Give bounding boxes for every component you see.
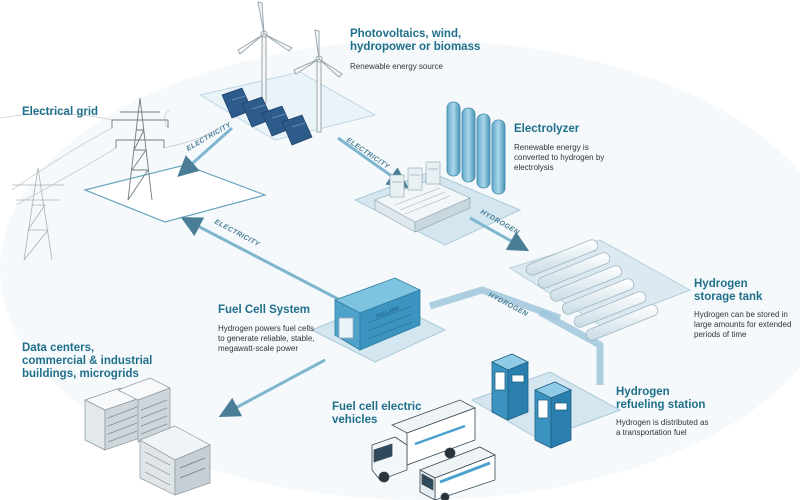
fuelcell-title: Fuel Cell System	[218, 304, 311, 316]
data-center-icon	[84, 377, 211, 496]
storage-desc: Hydrogen can be stored in large amounts …	[694, 310, 792, 339]
pylon-icon	[111, 97, 169, 201]
bus-icon	[419, 446, 496, 500]
power-lines	[0, 109, 216, 206]
fuel-dispenser-icon	[491, 353, 529, 421]
datacenters-title: Data centers, commercial & industrial bu…	[22, 342, 153, 380]
renewable-desc: Renewable energy source	[350, 62, 443, 71]
electrolyzer-icon	[374, 101, 506, 233]
renewable-title: Photovoltaics, wind, hydropower or bioma…	[350, 28, 481, 53]
solar-panel-icon	[221, 87, 313, 146]
pylon-icon	[12, 167, 64, 261]
fuel-cell-container-icon: BALLARD	[334, 277, 422, 351]
wind-turbine-icon	[237, 1, 293, 104]
fuel-dispenser-icon	[534, 381, 572, 449]
storage-tank-icon	[525, 239, 659, 341]
truck-icon	[371, 399, 476, 483]
fuelcell-desc: Hydrogen powers fuel cells to generate r…	[218, 324, 315, 353]
flow-fuelcell-to-datacenters	[218, 358, 326, 417]
electrolyzer-desc: Renewable energy is converted to hydroge…	[514, 143, 605, 172]
grid-title: Electrical grid	[22, 106, 99, 118]
refueling-title: Hydrogen refueling station	[616, 386, 706, 411]
refueling-desc: Hydrogen is distributed as a transportat…	[616, 418, 709, 437]
electrolyzer-title: Electrolyzer	[514, 123, 580, 135]
vehicles-title: Fuel cell electric vehicles	[332, 401, 422, 426]
renewable-platform	[198, 71, 377, 141]
storage-title: Hydrogen storage tank	[694, 278, 763, 303]
wind-turbine-icon	[293, 29, 343, 133]
